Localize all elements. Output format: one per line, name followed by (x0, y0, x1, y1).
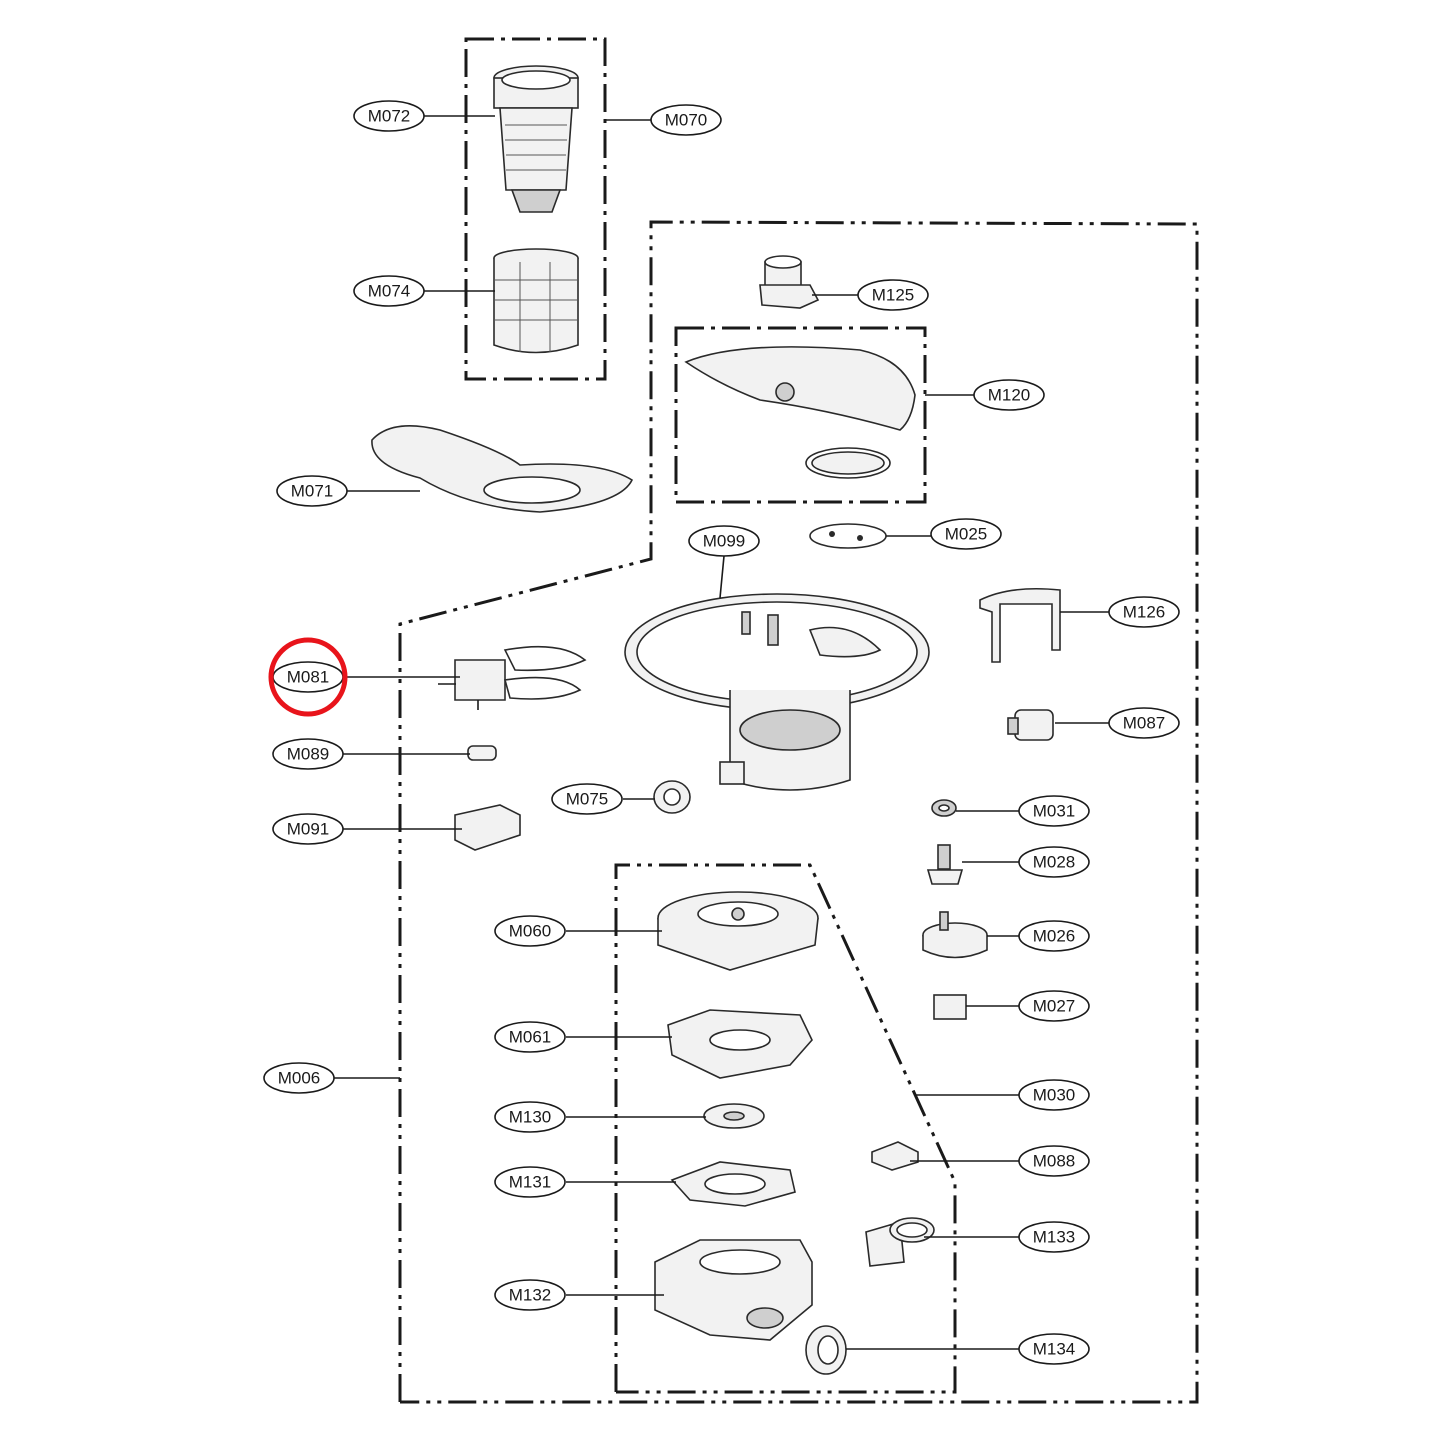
leader-lines (334, 115, 1110, 1350)
label-m028[interactable]: M028 (1018, 846, 1090, 878)
svg-text:M074: M074 (368, 282, 411, 301)
svg-text:M134: M134 (1033, 1340, 1076, 1359)
label-m087[interactable]: M087 (1108, 707, 1180, 739)
highlight-circle (268, 637, 348, 717)
svg-text:M125: M125 (872, 286, 915, 305)
svg-text:M071: M071 (291, 482, 334, 501)
label-m125[interactable]: M125 (857, 279, 929, 311)
vent-motor-part (922, 911, 988, 959)
svg-text:M072: M072 (368, 107, 411, 126)
label-m134[interactable]: M134 (1018, 1333, 1090, 1365)
motor-housing-part (667, 1009, 813, 1079)
svg-text:M120: M120 (988, 386, 1031, 405)
svg-text:M027: M027 (1033, 997, 1076, 1016)
label-m072[interactable]: M072 (353, 100, 425, 132)
svg-text:M099: M099 (703, 532, 746, 551)
label-m030[interactable]: M030 (1018, 1079, 1090, 1111)
svg-text:M060: M060 (509, 922, 552, 941)
heater-part (438, 645, 587, 710)
seal-ring-part (805, 1325, 847, 1375)
group-m070-box (464, 37, 607, 381)
label-m088[interactable]: M088 (1018, 1145, 1090, 1177)
pump-housing-part (654, 1239, 813, 1341)
nozzle-holder-part (759, 255, 820, 309)
label-m027[interactable]: M027 (1018, 990, 1090, 1022)
washer-part (931, 799, 957, 817)
label-m130[interactable]: M130 (494, 1101, 566, 1133)
elbow-hose-part (865, 1217, 935, 1267)
svg-text:M081: M081 (287, 668, 330, 687)
filter-cup-part (493, 65, 579, 213)
sensor-part (1007, 709, 1054, 741)
label-m031[interactable]: M031 (1018, 795, 1090, 827)
svg-text:M061: M061 (509, 1028, 552, 1047)
label-m061[interactable]: M061 (494, 1021, 566, 1053)
label-m071[interactable]: M071 (276, 475, 348, 507)
svg-text:M006: M006 (278, 1069, 321, 1088)
svg-text:M091: M091 (287, 820, 330, 839)
impeller-shaft-part (926, 844, 964, 885)
clamp-part (653, 780, 691, 814)
svg-text:M070: M070 (665, 111, 708, 130)
svg-text:M133: M133 (1033, 1228, 1076, 1247)
label-m075[interactable]: M075 (551, 783, 623, 815)
spray-arm-part (684, 346, 916, 479)
label-m025[interactable]: M025 (930, 518, 1002, 550)
svg-text:M031: M031 (1033, 802, 1076, 821)
label-m133[interactable]: M133 (1018, 1221, 1090, 1253)
clip-part (871, 1141, 919, 1171)
label-m131[interactable]: M131 (494, 1166, 566, 1198)
sensor-box-part (933, 994, 967, 1020)
filter-plate-part (371, 424, 634, 513)
label-m132[interactable]: M132 (494, 1279, 566, 1311)
label-m089[interactable]: M089 (272, 738, 344, 770)
label-m091[interactable]: M091 (272, 813, 344, 845)
svg-text:M075: M075 (566, 790, 609, 809)
svg-text:M131: M131 (509, 1173, 552, 1192)
svg-text:M030: M030 (1033, 1086, 1076, 1105)
svg-text:M132: M132 (509, 1286, 552, 1305)
label-m006[interactable]: M006 (263, 1062, 335, 1094)
group-m006-outline (398, 220, 1199, 1404)
bracket-part (979, 588, 1061, 663)
label-m099[interactable]: M099 (688, 525, 760, 557)
part-labels: M072 M070 M074 M071 M125 M120 M099 M025 … (263, 100, 1180, 1365)
group-boundaries (398, 37, 1199, 1404)
svg-text:M089: M089 (287, 745, 330, 764)
label-m074[interactable]: M074 (353, 275, 425, 307)
plug-part (467, 745, 497, 761)
svg-text:M088: M088 (1033, 1152, 1076, 1171)
svg-text:M025: M025 (945, 525, 988, 544)
cover-part (454, 804, 521, 851)
sump-assembly-part (624, 593, 930, 791)
svg-text:M026: M026 (1033, 927, 1076, 946)
group-m120-box (674, 326, 927, 504)
svg-text:M028: M028 (1033, 853, 1076, 872)
svg-text:M130: M130 (509, 1108, 552, 1127)
label-m126[interactable]: M126 (1108, 596, 1180, 628)
motor-part (657, 891, 819, 971)
svg-text:M087: M087 (1123, 714, 1166, 733)
disk-part (809, 523, 887, 549)
svg-text:M126: M126 (1123, 603, 1166, 622)
label-m026[interactable]: M026 (1018, 920, 1090, 952)
group-m030-outline (614, 863, 957, 1394)
impeller-part (703, 1103, 765, 1129)
mesh-filter-part (493, 248, 579, 354)
label-m081[interactable]: M081 (272, 661, 344, 693)
label-m120[interactable]: M120 (973, 379, 1045, 411)
label-m060[interactable]: M060 (494, 915, 566, 947)
pump-gasket-part (670, 1161, 796, 1207)
label-m070[interactable]: M070 (650, 104, 722, 136)
